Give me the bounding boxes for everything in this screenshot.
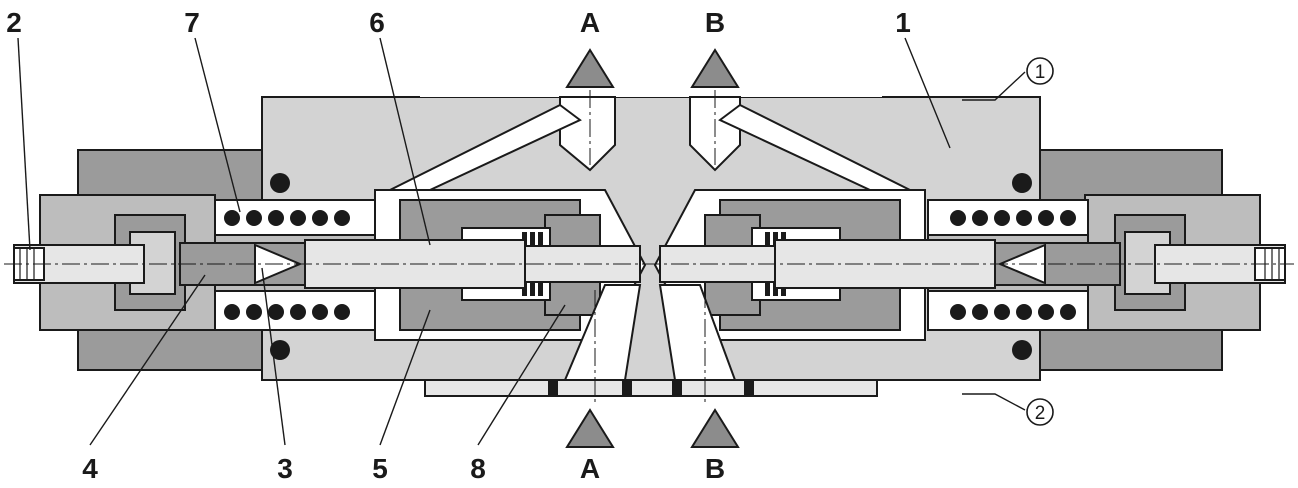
callout-4: 4 <box>82 453 98 484</box>
port-a-top-arrow <box>565 48 615 88</box>
port-label-a-bottom: A <box>580 453 600 484</box>
circled-marker-2 <box>1026 398 1054 426</box>
port-a-bottom-arrow <box>565 408 615 448</box>
callout-5: 5 <box>372 453 388 484</box>
port-label-b-bottom: B <box>705 453 725 484</box>
callout-1: 1 <box>895 7 911 38</box>
circled-marker-1 <box>1026 57 1054 85</box>
bottom-flow-channels <box>563 284 737 381</box>
port-label-b-top: B <box>705 7 725 38</box>
callout-7: 7 <box>184 7 200 38</box>
port-b-bottom-arrow <box>690 408 740 448</box>
callout-6: 6 <box>369 7 385 38</box>
port-b-top-arrow <box>690 48 740 88</box>
circled-label-2: 2 <box>1035 403 1046 424</box>
top-flow-channels <box>389 96 911 191</box>
callout-3: 3 <box>277 453 293 484</box>
port-label-a-top: A <box>580 7 600 38</box>
top-recess <box>420 80 882 97</box>
circled-label-1: 1 <box>1035 62 1046 83</box>
left-spring-coils-top <box>224 210 350 226</box>
bottom-subplate <box>424 379 878 397</box>
callout-2: 2 <box>6 7 22 38</box>
callout-8: 8 <box>470 453 486 484</box>
leader-lines <box>17 37 1026 446</box>
left-spring-coils-bottom <box>224 304 350 320</box>
